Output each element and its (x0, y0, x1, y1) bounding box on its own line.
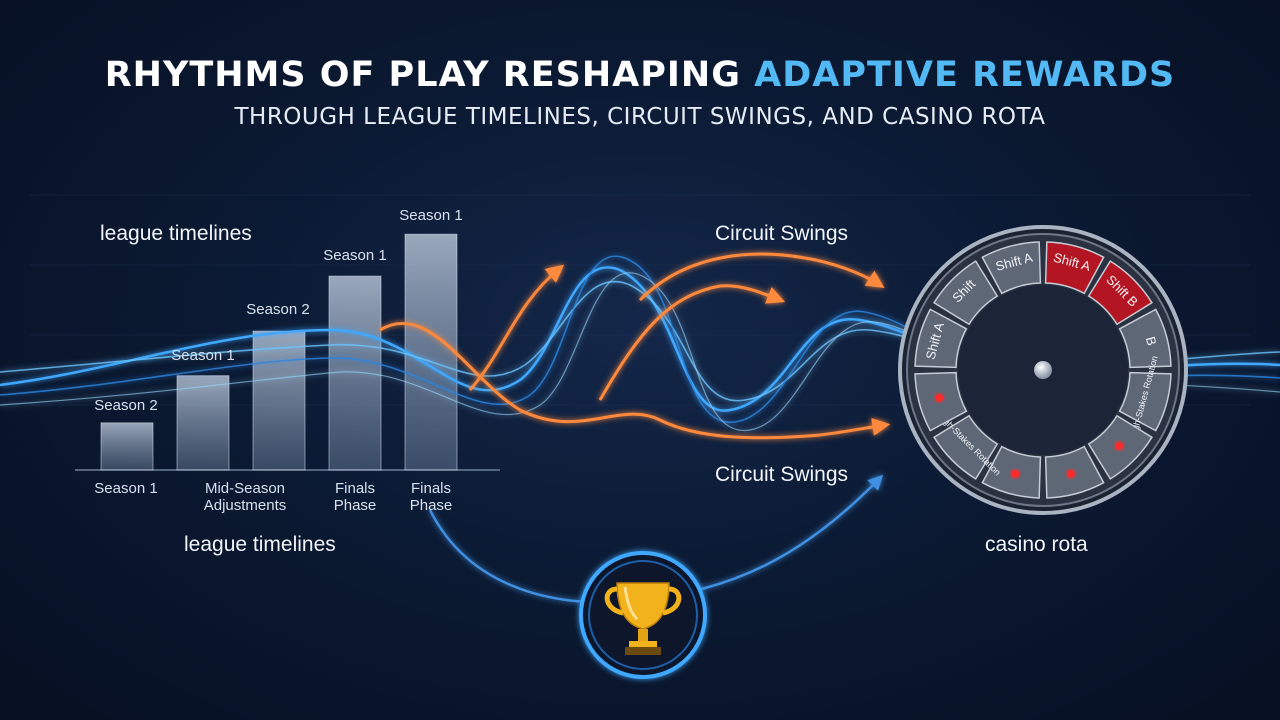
casino-rota-label: casino rota (985, 533, 1088, 556)
bar-label: Season 2 (246, 301, 310, 318)
league-timelines-label-bottom: league timelines (184, 533, 336, 556)
wheel-segment (981, 445, 1042, 499)
bar-label: Season 2 (94, 397, 158, 414)
league-bar (100, 422, 154, 471)
title-accent: ADAPTIVE REWARDS (754, 55, 1176, 95)
wheel-segment (914, 308, 968, 369)
title-main: RHYTHMS OF PLAY RESHAPING (104, 55, 741, 95)
wheel-segment (1044, 241, 1105, 295)
wheel-segment (914, 371, 968, 432)
league-bars (100, 233, 458, 471)
segment-light (935, 393, 944, 402)
wheel-segment (1087, 260, 1153, 326)
wheel-segment (981, 241, 1042, 295)
page-subtitle: THROUGH LEAGUE TIMELINES, CIRCUIT SWINGS… (234, 104, 1046, 130)
wheel-segment (933, 260, 999, 326)
league-bar (404, 233, 458, 471)
circuit-swing-paths (379, 252, 891, 440)
phase-label: Season 1 (94, 480, 158, 497)
circuit-swings-label-bottom: Circuit Swings (715, 463, 849, 486)
wheel-segment (1118, 308, 1172, 369)
league-bar (252, 330, 306, 471)
page-title: RHYTHMS OF PLAY RESHAPING ADAPTIVE REWAR… (0, 55, 1280, 95)
bar-label: Season 1 (323, 247, 387, 264)
bar-label: Season 1 (399, 207, 463, 224)
trophy-icon (604, 582, 682, 655)
wheel-ball (1034, 361, 1052, 379)
phase-label: Mid-Season Adjustments (203, 480, 287, 514)
segment-light (1115, 442, 1124, 451)
league-bar (328, 275, 382, 471)
phase-label: Finals Phase (333, 480, 377, 514)
segment-light (1066, 469, 1075, 478)
league-bar (176, 375, 230, 471)
wheel-segment (933, 414, 999, 480)
wheel-segment-label: B (1143, 335, 1160, 347)
wheel-segment (1118, 371, 1172, 432)
bar-label: Season 1 (171, 347, 235, 364)
trophy-badge (579, 551, 707, 679)
circuit-swings-label-top: Circuit Swings (715, 222, 849, 245)
phase-label: Finals Phase (409, 480, 453, 514)
segment-light (1011, 469, 1020, 478)
league-timelines-label-top: league timelines (100, 222, 252, 245)
wheel-segment (1044, 445, 1105, 499)
